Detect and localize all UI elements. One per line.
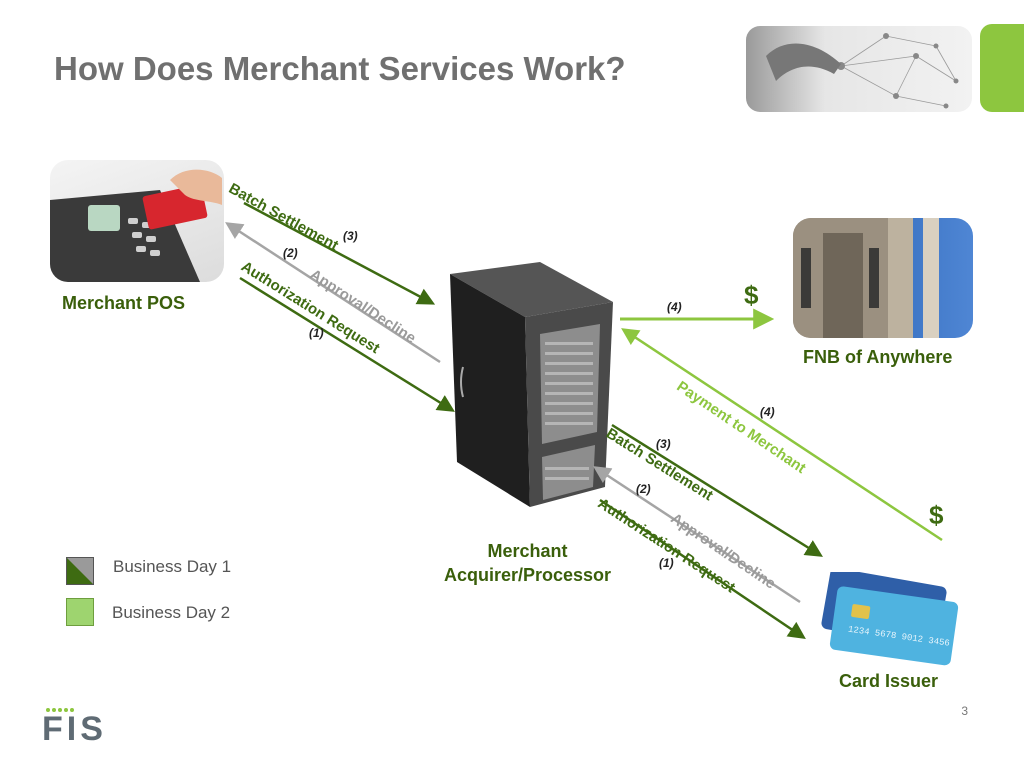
arrow-batch-settlement-right [611,423,823,557]
legend-day1-label: Business Day 1 [113,557,232,576]
arrow-auth-right [599,498,806,639]
processor-label: Merchant Acquirer/Processor [420,539,635,587]
processor-label-line1: Merchant [487,541,568,561]
arrow-approval-right [593,466,801,604]
dollar-sign-bank: $ [744,280,759,310]
credit-cards-image: 1234 5678 9012 3456 [815,568,965,667]
fis-logo: FIS [42,706,118,751]
step-4-bank: (4) [667,300,682,314]
card-issuer-label: Card Issuer [839,671,939,691]
header-network-image [746,26,972,112]
page-title: How Does Merchant Services Work? [54,50,626,87]
dollar-sign-issuer: $ [929,500,944,530]
step-1-right: (1) [659,556,674,570]
arrow-auth-left [239,276,455,412]
bank-building-image [793,218,973,338]
processor-label-line2: Acquirer/Processor [443,565,612,585]
step-1-left: (1) [309,326,324,340]
server-tower-image [445,262,615,522]
header-accent-tab [980,24,1024,112]
fis-logo-text: FIS [42,710,107,748]
step-3-left: (3) [343,229,358,243]
pos-terminal-image [50,160,224,282]
legend-day2-label: Business Day 2 [112,603,231,622]
page-number: 3 [961,704,968,718]
bank-label: FNB of Anywhere [803,347,953,367]
merchant-pos-label: Merchant POS [62,293,186,313]
legend-day1-swatch [66,557,94,585]
step-2-right: (2) [636,482,651,496]
arrow-batch-settlement-left [243,201,436,305]
step-4-payment: (4) [760,405,775,419]
legend-day2-swatch [66,598,94,626]
arrow-approval-left [225,222,441,364]
step-2-left: (2) [283,246,298,260]
arrow-payment-to-processor [621,328,943,542]
step-3-right: (3) [656,437,671,451]
